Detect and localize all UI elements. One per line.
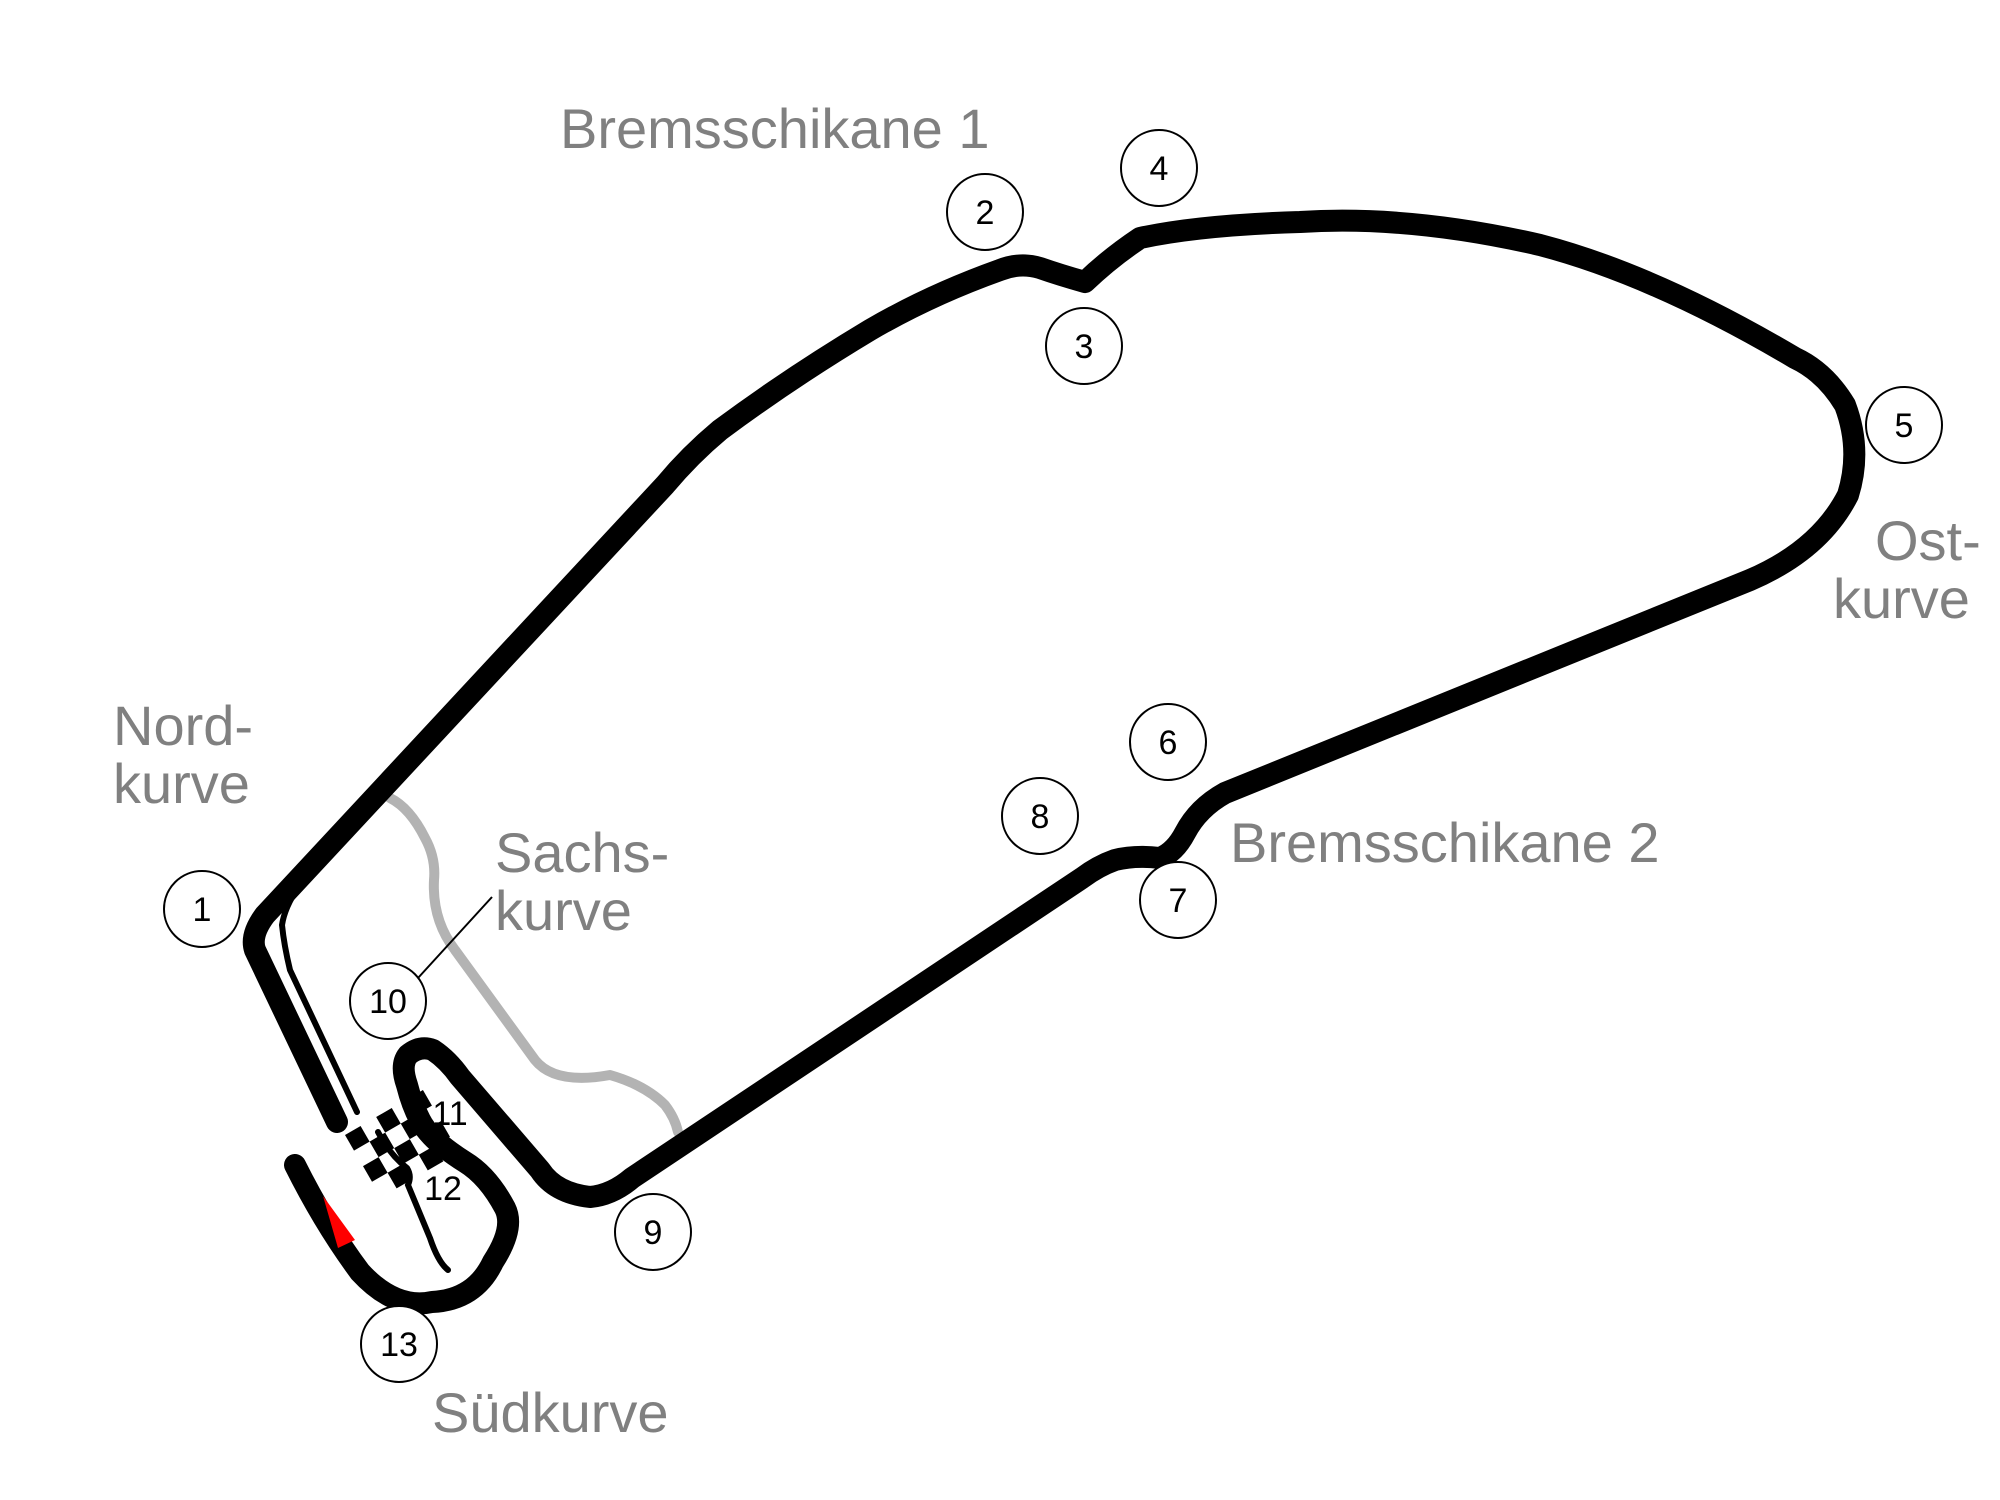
turn-marker-11: 11 [432, 1095, 467, 1133]
svg-text:6: 6 [1159, 724, 1178, 762]
label-bremsschikane-2: Bremsschikane 2 [1230, 811, 1660, 874]
label-nordkurve-line2: kurve [113, 752, 250, 815]
turn-marker-6: 6 [1129, 703, 1207, 781]
label-ostkurve-line2: kurve [1833, 567, 1970, 630]
svg-text:8: 8 [1031, 798, 1050, 836]
label-nordkurve-line1: Nord- [113, 694, 253, 757]
svg-text:11: 11 [432, 1095, 467, 1133]
svg-text:2: 2 [976, 194, 995, 232]
label-sachskurve-line1: Sachs- [495, 821, 669, 884]
turn-marker-13: 13 [360, 1305, 438, 1383]
turn-marker-1: 1 [163, 870, 241, 948]
svg-text:7: 7 [1169, 882, 1188, 920]
old-track-section [385, 793, 683, 1137]
svg-text:13: 13 [380, 1326, 418, 1364]
svg-text:1: 1 [193, 891, 212, 929]
turn-marker-12: 12 [424, 1170, 462, 1208]
svg-text:10: 10 [369, 983, 407, 1021]
turn-marker-7: 7 [1139, 861, 1217, 939]
turn-10-leader-line [417, 896, 493, 979]
svg-text:3: 3 [1075, 328, 1094, 366]
turn-marker-8: 8 [1001, 777, 1079, 855]
turn-marker-2: 2 [946, 173, 1024, 251]
turn-marker-3: 3 [1045, 307, 1123, 385]
svg-text:5: 5 [1895, 407, 1914, 445]
svg-text:12: 12 [424, 1170, 462, 1208]
pit-lane [278, 879, 360, 1115]
turn-marker-10: 10 [349, 962, 427, 1040]
checkered-flag-icon [345, 1090, 450, 1189]
label-ostkurve-line1: Ost- [1875, 509, 1981, 572]
turn-marker-4: 4 [1120, 129, 1198, 207]
label-bremsschikane-1: Bremsschikane 1 [560, 97, 990, 160]
turn-marker-9: 9 [614, 1193, 692, 1271]
label-suedkurve: Südkurve [432, 1381, 669, 1444]
svg-text:4: 4 [1150, 150, 1169, 188]
direction-arrow-icon [323, 1196, 355, 1248]
label-sachskurve-line2: kurve [495, 879, 632, 942]
svg-text:9: 9 [644, 1214, 663, 1252]
race-track [242, 209, 1866, 1315]
turn-marker-5: 5 [1865, 386, 1943, 464]
